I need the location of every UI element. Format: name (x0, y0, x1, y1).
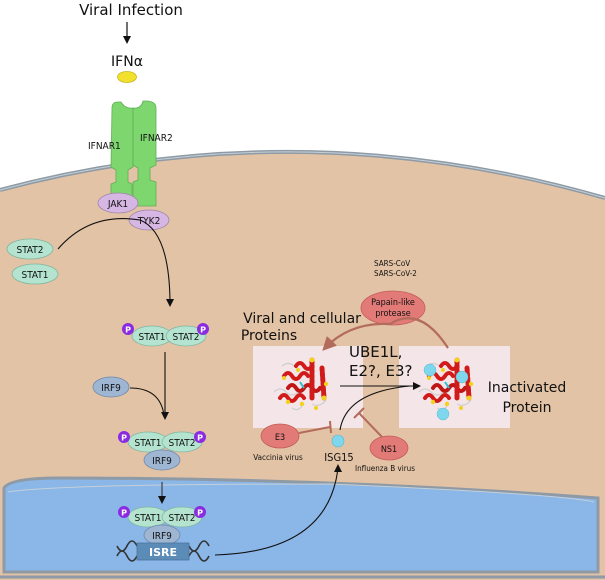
phospho-stat-dimer-1: STAT1 STAT2 P P (122, 323, 209, 347)
svg-text:P: P (197, 434, 203, 443)
ifnar-receptor: IFNAR1 IFNAR2 (88, 100, 173, 207)
ifnar2-label: IFNAR2 (140, 133, 173, 144)
isg15-free (331, 434, 345, 448)
isgf3-complex-nucleus: STAT1 STAT2 IRF9 P P (118, 506, 206, 546)
ifnar1-label: IFNAR1 (88, 141, 121, 152)
phospho-icon (194, 431, 206, 443)
product-label-line2: Protein (502, 400, 551, 416)
svg-text:STAT2: STAT2 (172, 332, 199, 343)
stat1-free-label: STAT1 (21, 270, 48, 281)
svg-text:STAT1: STAT1 (134, 513, 161, 524)
svg-text:P: P (200, 326, 206, 335)
isre-label: ISRE (149, 546, 177, 559)
ns1-inhibition-line (358, 412, 383, 438)
jak1 (97, 192, 139, 214)
papain-like-protease (360, 290, 426, 326)
phospho-icon (194, 506, 206, 518)
sars-cov-2-label: SARS-CoV-2 (374, 269, 417, 278)
phospho-icon (118, 431, 130, 443)
deisgylation-arrow (322, 317, 449, 351)
sars-cov-label: SARS-CoV (374, 259, 410, 268)
svg-text:P: P (121, 509, 127, 518)
substrate-label-line2: Proteins (241, 328, 297, 344)
conjugation-enzymes-line2: E2?, E3? (349, 362, 413, 380)
stat2-free-label: STAT2 (16, 245, 43, 256)
isg15-conjugation-arrow (339, 385, 411, 431)
e3-inhibitor (260, 423, 300, 449)
svg-text:P: P (125, 326, 131, 335)
irf9-join-arrow (129, 387, 165, 416)
conjugation-enzymes-line1: UBE1L, (349, 343, 402, 361)
phospho-icon (122, 323, 134, 335)
ifnar2-subunit (132, 100, 157, 207)
papain-like-protease-line2: protease (375, 309, 411, 319)
svg-text:STAT2: STAT2 (168, 513, 195, 524)
ifn-alpha-label: IFNα (111, 54, 143, 70)
papain-like-protease-line1: Papain-like (371, 298, 415, 308)
ifn-alpha-ligand (117, 71, 137, 83)
e3-inhibition-line (298, 426, 331, 434)
tyk2-label: TYK2 (137, 216, 161, 227)
svg-text:IRF9: IRF9 (152, 456, 172, 467)
isgylated-protein-structure (419, 358, 473, 421)
stat2-free (6, 238, 54, 260)
tyk2 (128, 209, 170, 231)
irf9-free (92, 376, 130, 398)
svg-text:P: P (121, 434, 127, 443)
ns1-inhibitor (369, 435, 409, 461)
nucleus (2, 476, 600, 574)
isg15-label: ISG15 (324, 451, 353, 464)
isre-element (136, 542, 190, 561)
svg-text:STAT1: STAT1 (138, 332, 165, 343)
viral-infection-title: Viral Infection (79, 1, 183, 19)
vaccinia-virus-label: Vaccinia virus (253, 453, 303, 462)
isg15-conjugate-icon (455, 370, 469, 384)
product-label-line1: Inactivated (488, 380, 567, 396)
irf9-free-label: IRF9 (101, 383, 121, 394)
svg-text:STAT2: STAT2 (168, 438, 195, 449)
dna-helix-icon (116, 540, 210, 562)
isg15-expression-arrow (214, 464, 342, 556)
svg-text:IRF9: IRF9 (152, 531, 172, 542)
isg15-conjugate-icon (423, 363, 437, 377)
svg-text:P: P (197, 509, 203, 518)
isg15-conjugate-icon (436, 407, 450, 421)
stat1-free (11, 263, 59, 285)
jak1-label: JAK1 (107, 199, 128, 210)
substrate-label-line1: Viral and cellular (243, 311, 361, 327)
isgf3-complex-cytoplasm: STAT1 STAT2 IRF9 P P (118, 431, 206, 471)
influenza-b-virus-label: Influenza B virus (355, 464, 415, 473)
svg-text:STAT1: STAT1 (134, 438, 161, 449)
phospho-icon (197, 323, 209, 335)
ns1-label: NS1 (381, 445, 397, 455)
stat-activation-arrow (57, 218, 174, 307)
phospho-icon (118, 506, 130, 518)
e3-label: E3 (275, 433, 285, 443)
